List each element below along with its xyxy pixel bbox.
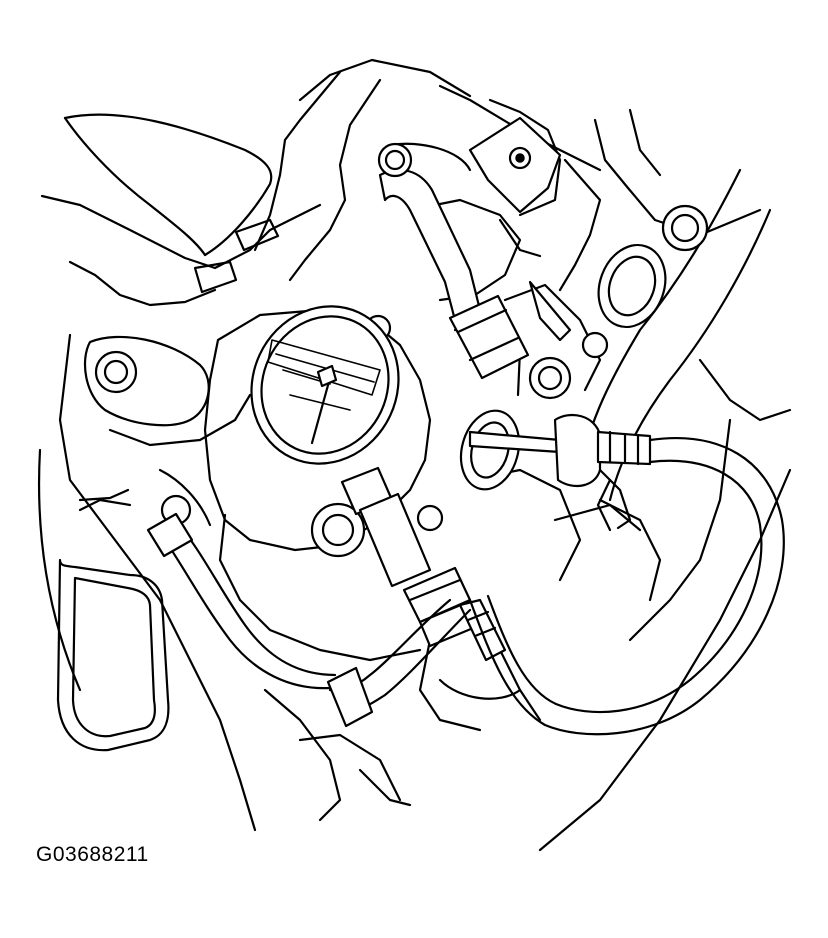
bolt-lower [312, 504, 364, 556]
fuel-pressure-gauge [226, 282, 424, 488]
upper-bracket [470, 118, 560, 212]
gauge-loop-hose [470, 438, 784, 734]
bolt-upper [379, 144, 411, 176]
service-port [453, 404, 528, 496]
bolt-small [583, 333, 607, 357]
lower-components [80, 220, 640, 699]
test-probe [470, 415, 650, 486]
lower-fuel-hose [328, 600, 470, 726]
bolt-left [96, 352, 136, 392]
bolt-right [663, 206, 707, 250]
bolts [96, 144, 707, 556]
gauge-stem [342, 468, 505, 660]
gauge-needle [312, 378, 330, 443]
upper-fuel-hose [380, 170, 528, 378]
figure-id-label: G03688211 [36, 843, 149, 866]
port-ring [588, 236, 677, 337]
return-hose [148, 514, 335, 688]
left-housing [39, 335, 255, 830]
bolt-center [530, 358, 570, 398]
fuel-port-fittings [453, 236, 677, 496]
right-cable [598, 470, 630, 530]
pointer-tab [530, 282, 570, 340]
upper-cover-panel [42, 115, 320, 305]
bolt-gauge-base [418, 506, 442, 530]
